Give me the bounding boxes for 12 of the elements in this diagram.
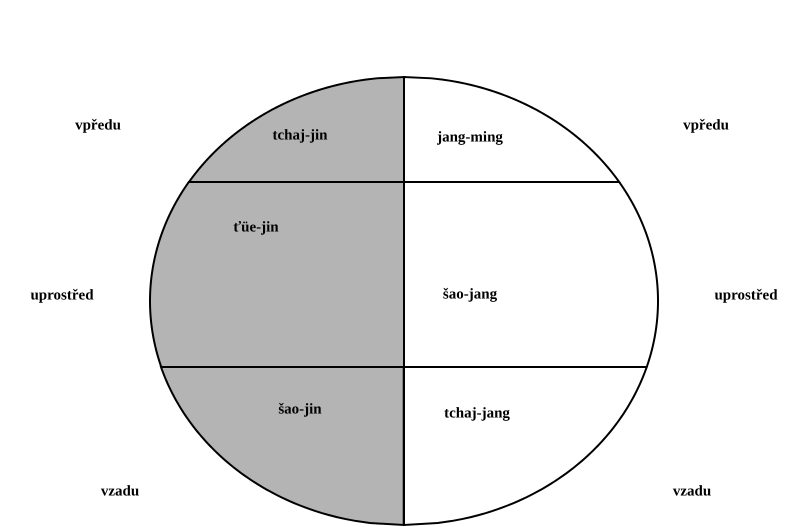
position-label: uprostřed	[30, 288, 94, 304]
position-label: vpředu	[683, 118, 729, 134]
segment-label: tchaj-jin	[272, 128, 328, 144]
segment-label: ťüe-jin	[233, 220, 279, 236]
position-label: vpředu	[75, 118, 121, 134]
position-label: vzadu	[672, 484, 712, 500]
position-label: uprostřed	[714, 288, 778, 304]
segment-label: šao-jin	[278, 402, 322, 418]
position-label: vzadu	[100, 484, 140, 500]
segment-label: tchaj-jang	[444, 406, 510, 422]
segment-label: jang-ming	[437, 130, 503, 146]
segment-label: šao-jang	[442, 286, 498, 304]
